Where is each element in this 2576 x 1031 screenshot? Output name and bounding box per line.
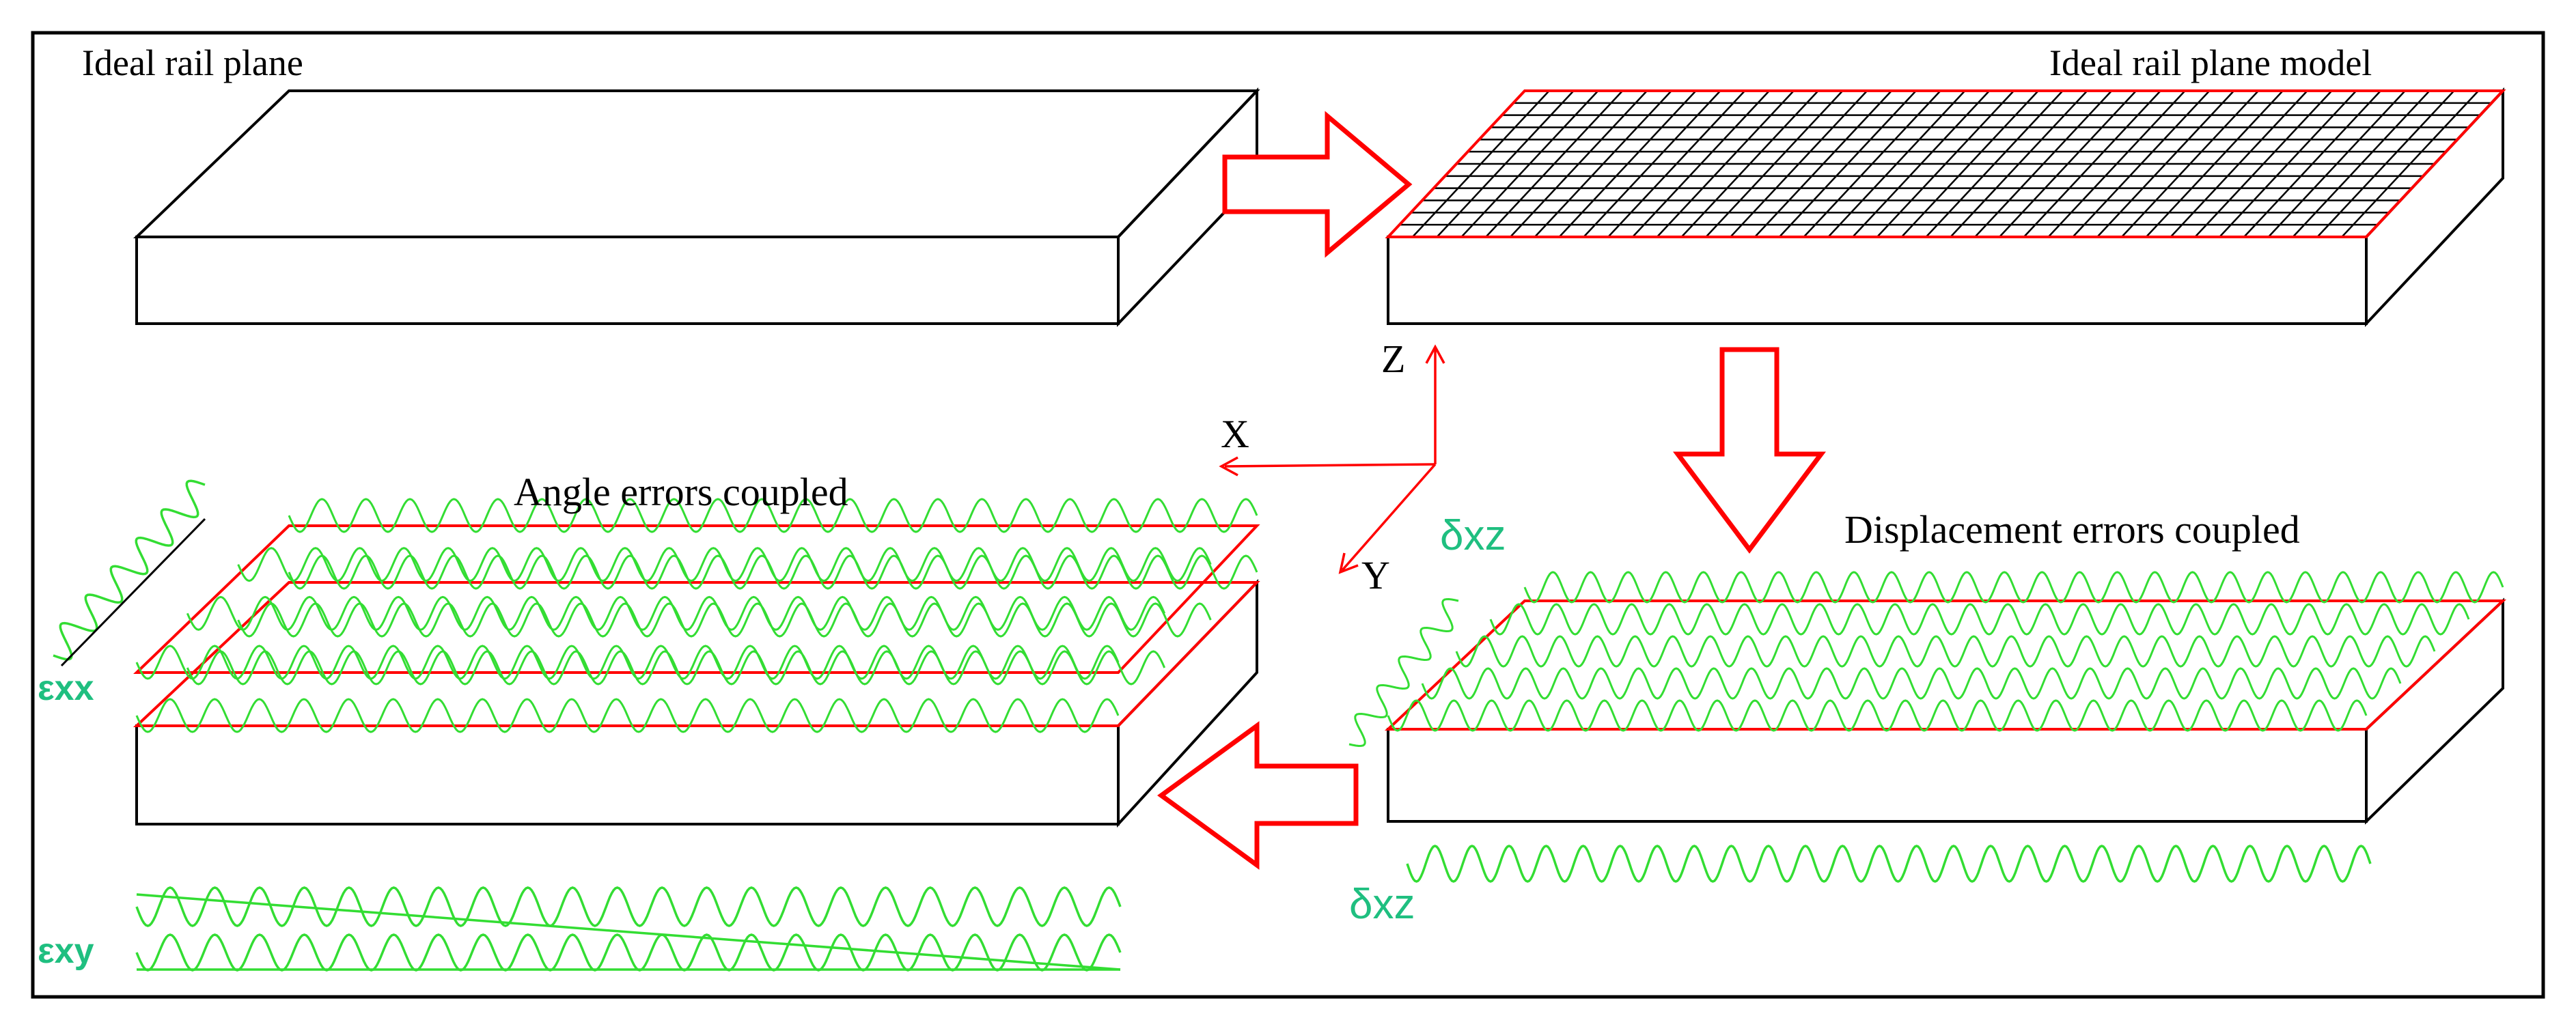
delta-xz-top-label: δxz	[1440, 512, 1506, 559]
epsilon-xx-axis	[60, 518, 206, 667]
ideal-rail-plane-box	[133, 87, 1260, 327]
angle-errors-label: Angle errors coupled	[514, 470, 848, 514]
angle-wave-row	[237, 547, 1212, 582]
angle-wave-row	[186, 650, 1166, 686]
epsilon-xy-tilt-line	[136, 893, 1121, 971]
arrow-down	[1673, 347, 1826, 554]
arrow-right	[1222, 111, 1413, 258]
model-grid-border	[1385, 89, 2506, 238]
ideal-rail-plane-model-label: Ideal rail plane model	[2049, 42, 2372, 83]
angle-wave-row	[237, 602, 1212, 638]
displacement-wave-row	[1421, 667, 2402, 700]
epsilon-xy-wave-upper	[135, 886, 1122, 927]
angle-wave-row	[135, 645, 1120, 680]
error-wave-profiles	[53, 479, 2372, 972]
displacement-edge-wave	[1348, 597, 1459, 748]
angle-wave-row	[186, 595, 1166, 631]
axis-y-label: Y	[1361, 553, 1390, 597]
axis-x-label: X	[1221, 412, 1249, 456]
displacement-wave-row	[1523, 571, 2504, 604]
model-grid-mesh	[1399, 90, 2492, 238]
displacement-wave-row	[1489, 603, 2470, 636]
displacement-wave-row	[1455, 635, 2436, 668]
displacement-wave-row	[1387, 699, 2368, 732]
arrow-left	[1157, 721, 1359, 870]
angle-wave-row	[135, 698, 1120, 733]
angle-tilted-planes	[133, 524, 1260, 727]
epsilon-xx-label: εxx	[38, 668, 94, 708]
angle-wave-row	[288, 498, 1258, 533]
epsilon-xx-wave	[53, 479, 206, 661]
angle-errors-box	[133, 498, 1260, 828]
epsilon-xy-wave-lower	[135, 933, 1122, 972]
epsilon-xy-label: εxy	[38, 931, 94, 971]
coordinate-axes	[1219, 344, 1445, 574]
displacement-errors-box	[1348, 571, 2507, 825]
ideal-rail-plane-label: Ideal rail plane	[82, 42, 303, 83]
angle-error-waves	[135, 498, 1258, 733]
ideal-rail-plane-model-box	[1385, 87, 2506, 328]
axis-z-label: Z	[1381, 337, 1405, 381]
displacement-errors-label: Displacement errors coupled	[1844, 507, 2300, 552]
delta-xz-bottom-label: δxz	[1349, 881, 1415, 928]
delta-xz-bottom-wave	[1406, 845, 2372, 883]
outer-frame	[31, 31, 2545, 999]
displacement-error-waves	[1348, 571, 2504, 748]
